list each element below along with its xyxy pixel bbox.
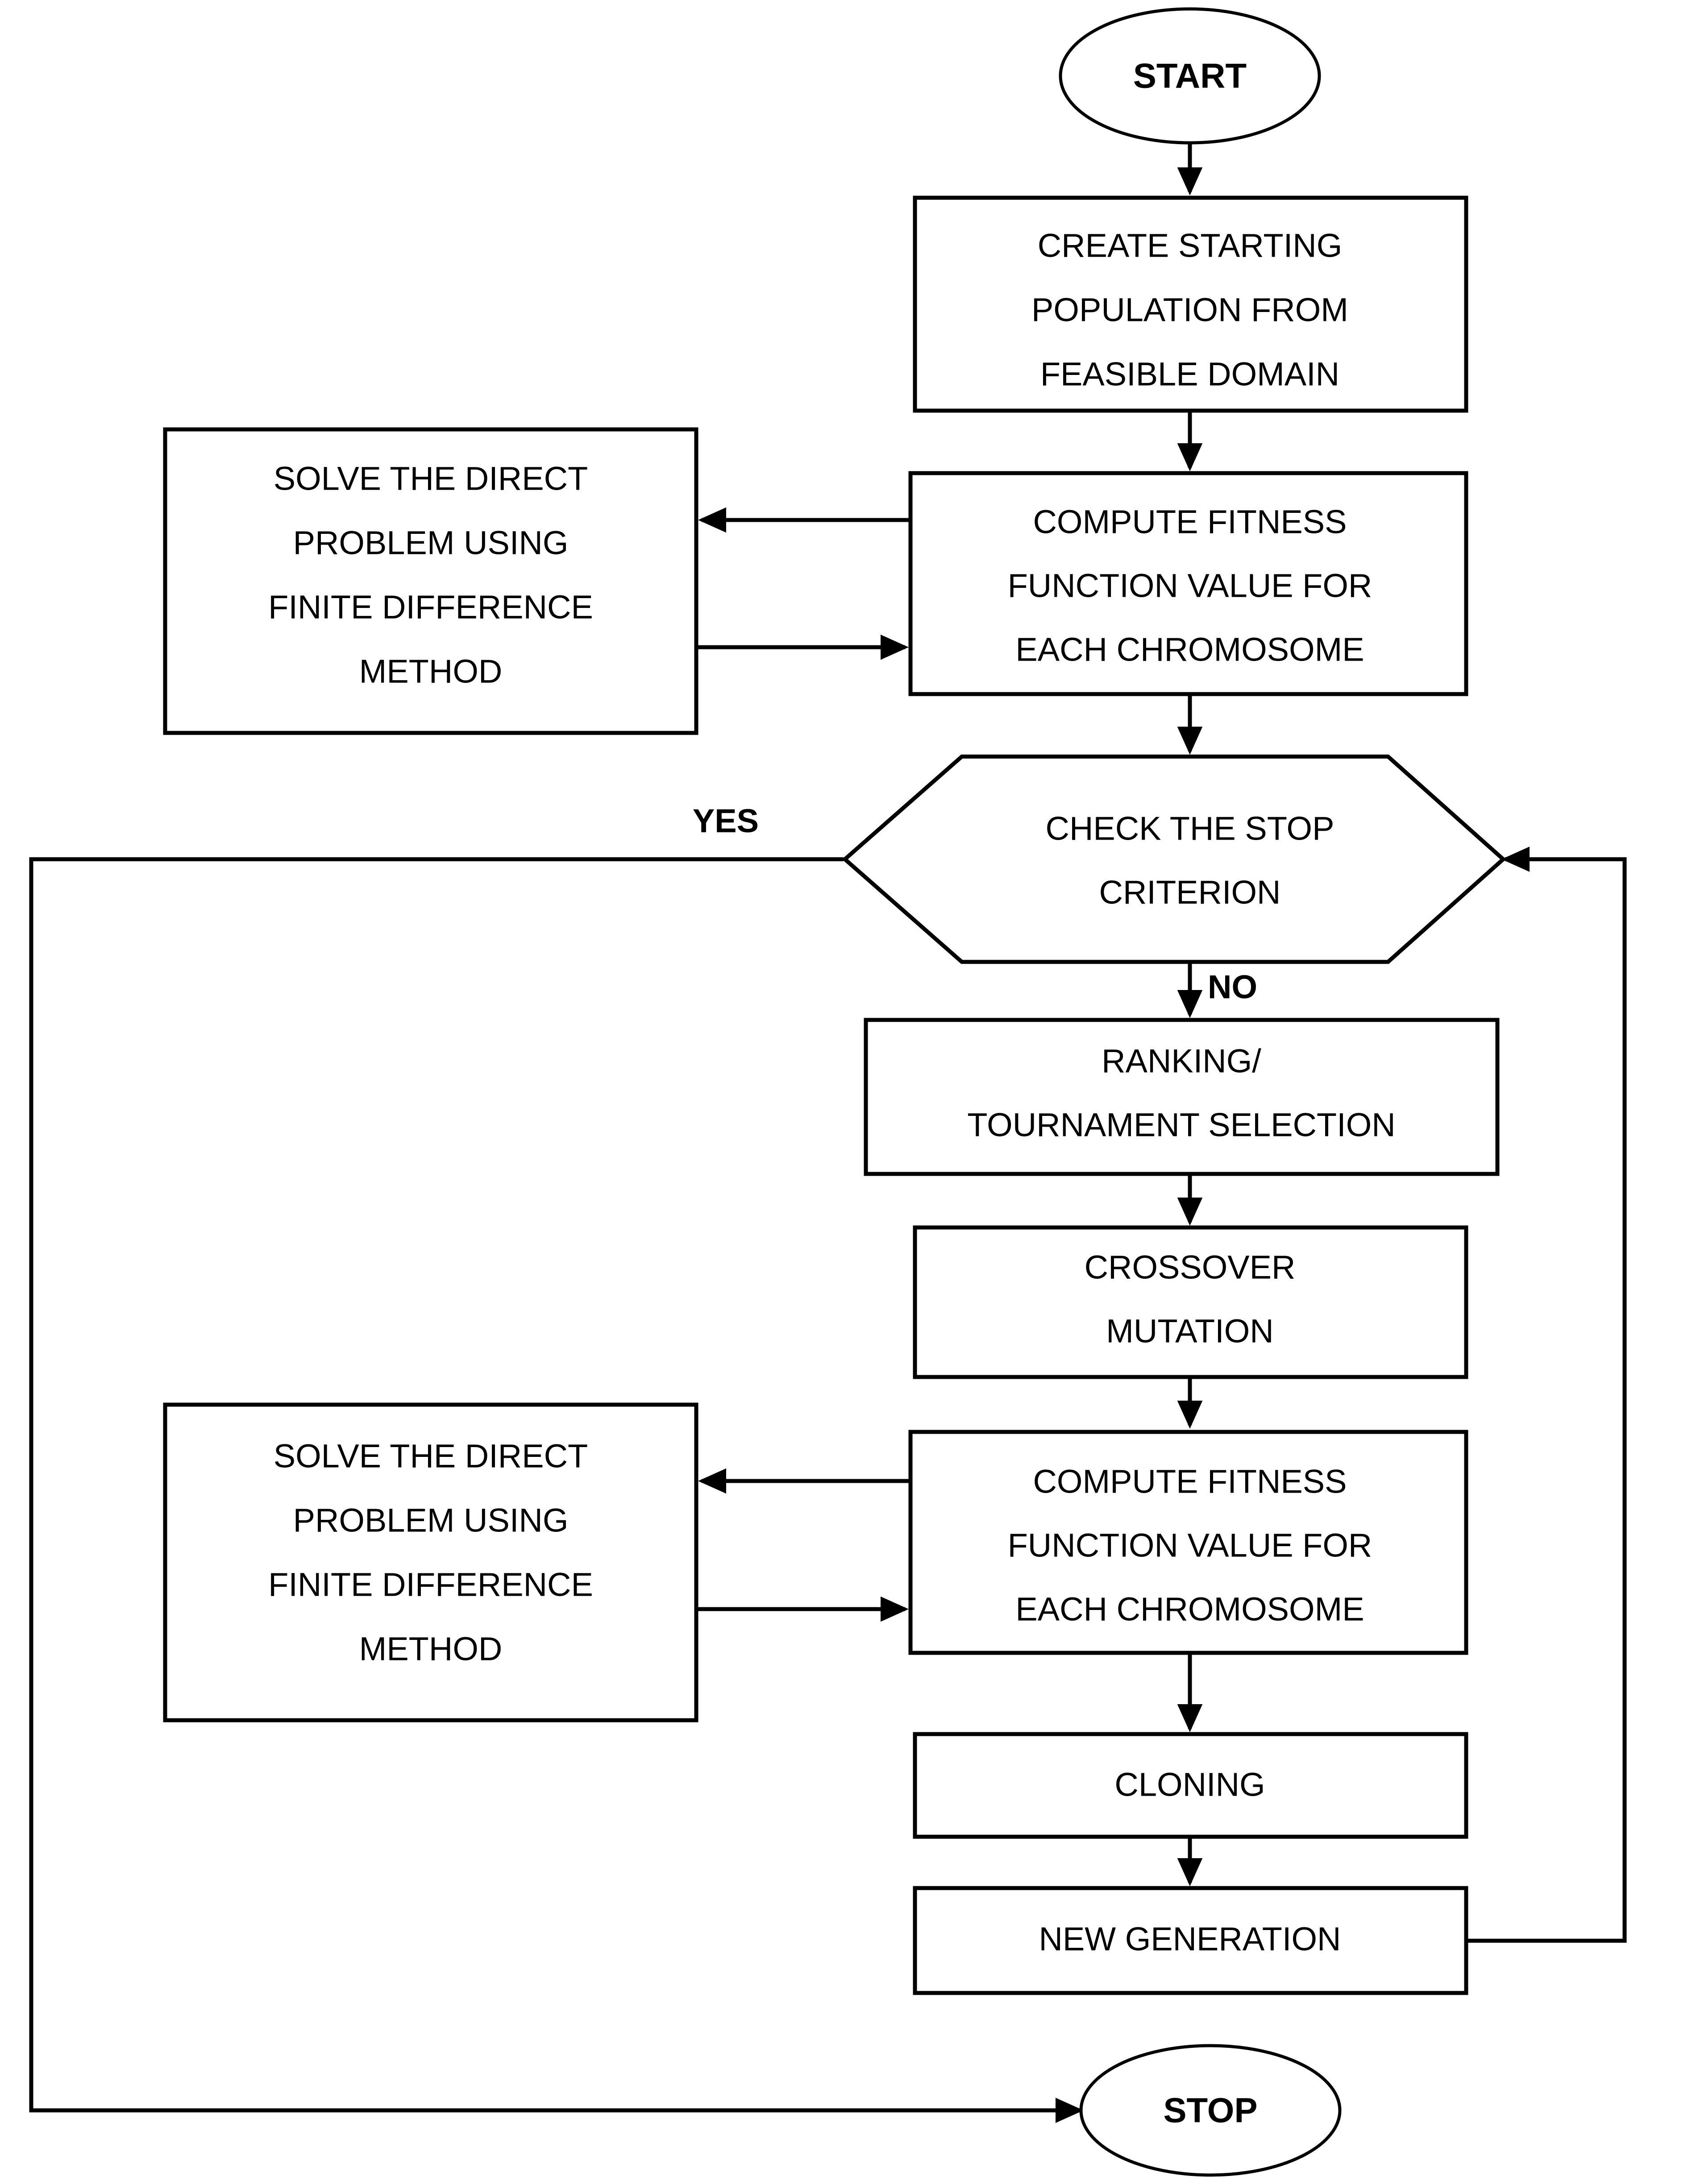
start-ellipse — [1059, 7, 1321, 145]
cloning-box — [913, 1732, 1468, 1839]
solve-direct-1-line3: FINITE DIFFERENCE — [268, 589, 593, 626]
connector-newgeneration-to-check — [1466, 846, 1627, 1943]
check-stop-hexagon — [842, 754, 1506, 964]
node-check-stop-criterion[interactable]: CHECK THE STOP CRITERION — [842, 754, 1506, 964]
compute-fitness-2-line3: EACH CHROMOSOME — [1015, 1591, 1364, 1628]
new-generation-label: NEW GENERATION — [1039, 1921, 1341, 1958]
node-ranking-selection[interactable]: RANKING/ TOURNAMENT SELECTION — [864, 1018, 1500, 1176]
node-compute-fitness-2[interactable]: COMPUTE FITNESS FUNCTION VALUE FOR EACH … — [908, 1430, 1468, 1655]
crossover-mutation-line1: CROSSOVER — [1085, 1249, 1296, 1286]
ranking-selection-box — [864, 1018, 1500, 1176]
connector-yes-to-stop — [29, 857, 1084, 2123]
node-compute-fitness-1[interactable]: COMPUTE FITNESS FUNCTION VALUE FOR EACH … — [908, 471, 1468, 696]
compute-fitness-2-line1: COMPUTE FITNESS — [1033, 1463, 1347, 1500]
branch-label-no: NO — [1208, 969, 1257, 1006]
node-solve-direct-2[interactable]: SOLVE THE DIRECT PROBLEM USING FINITE DI… — [163, 1402, 698, 1722]
solve-direct-2-line2: PROBLEM USING — [293, 1502, 569, 1539]
node-solve-direct-1[interactable]: SOLVE THE DIRECT PROBLEM USING FINITE DI… — [163, 427, 698, 735]
start-label: START — [1133, 56, 1247, 96]
stop-label: STOP — [1164, 2091, 1258, 2130]
branch-label-yes: YES — [693, 803, 759, 840]
solve-direct-1-box — [163, 427, 698, 735]
node-new-generation[interactable]: NEW GENERATION — [913, 1886, 1468, 1995]
compute-fitness-1-line3: EACH CHROMOSOME — [1015, 631, 1364, 668]
solve-direct-2-line1: SOLVE THE DIRECT — [274, 1438, 588, 1475]
node-crossover-mutation[interactable]: CROSSOVER MUTATION — [913, 1225, 1468, 1379]
node-start[interactable]: START — [1059, 7, 1321, 145]
check-stop-line1: CHECK THE STOP — [1046, 810, 1334, 847]
crossover-mutation-line2: MUTATION — [1106, 1313, 1273, 1350]
compute-fitness-2-line2: FUNCTION VALUE FOR — [1008, 1527, 1372, 1564]
create-population-line3: FEASIBLE DOMAIN — [1040, 356, 1339, 393]
solve-direct-2-line4: METHOD — [359, 1631, 503, 1668]
new-generation-box — [913, 1886, 1468, 1995]
node-stop[interactable]: STOP — [1079, 2044, 1342, 2177]
solve-direct-1-line1: SOLVE THE DIRECT — [274, 460, 588, 497]
compute-fitness-1-box — [908, 471, 1468, 696]
node-create-population[interactable]: CREATE STARTING POPULATION FROM FEASIBLE… — [913, 196, 1468, 413]
ranking-selection-line2: TOURNAMENT SELECTION — [967, 1107, 1395, 1144]
create-population-line1: CREATE STARTING — [1038, 227, 1343, 264]
create-population-box — [913, 196, 1468, 413]
stop-ellipse — [1079, 2044, 1342, 2177]
ranking-selection-line1: RANKING/ — [1102, 1043, 1261, 1080]
crossover-mutation-box — [913, 1225, 1468, 1379]
solve-direct-1-line4: METHOD — [359, 653, 503, 690]
node-cloning[interactable]: CLONING — [913, 1732, 1468, 1839]
solve-direct-2-box — [163, 1402, 698, 1722]
check-stop-line2: CRITERION — [1099, 874, 1281, 911]
solve-direct-1-line2: PROBLEM USING — [293, 524, 569, 562]
compute-fitness-2-box — [908, 1430, 1468, 1655]
create-population-line2: POPULATION FROM — [1031, 291, 1348, 329]
solve-direct-2-line3: FINITE DIFFERENCE — [268, 1566, 593, 1603]
cloning-label: CLONING — [1114, 1766, 1265, 1803]
compute-fitness-1-line2: FUNCTION VALUE FOR — [1008, 567, 1372, 604]
compute-fitness-1-line1: COMPUTE FITNESS — [1033, 503, 1347, 541]
